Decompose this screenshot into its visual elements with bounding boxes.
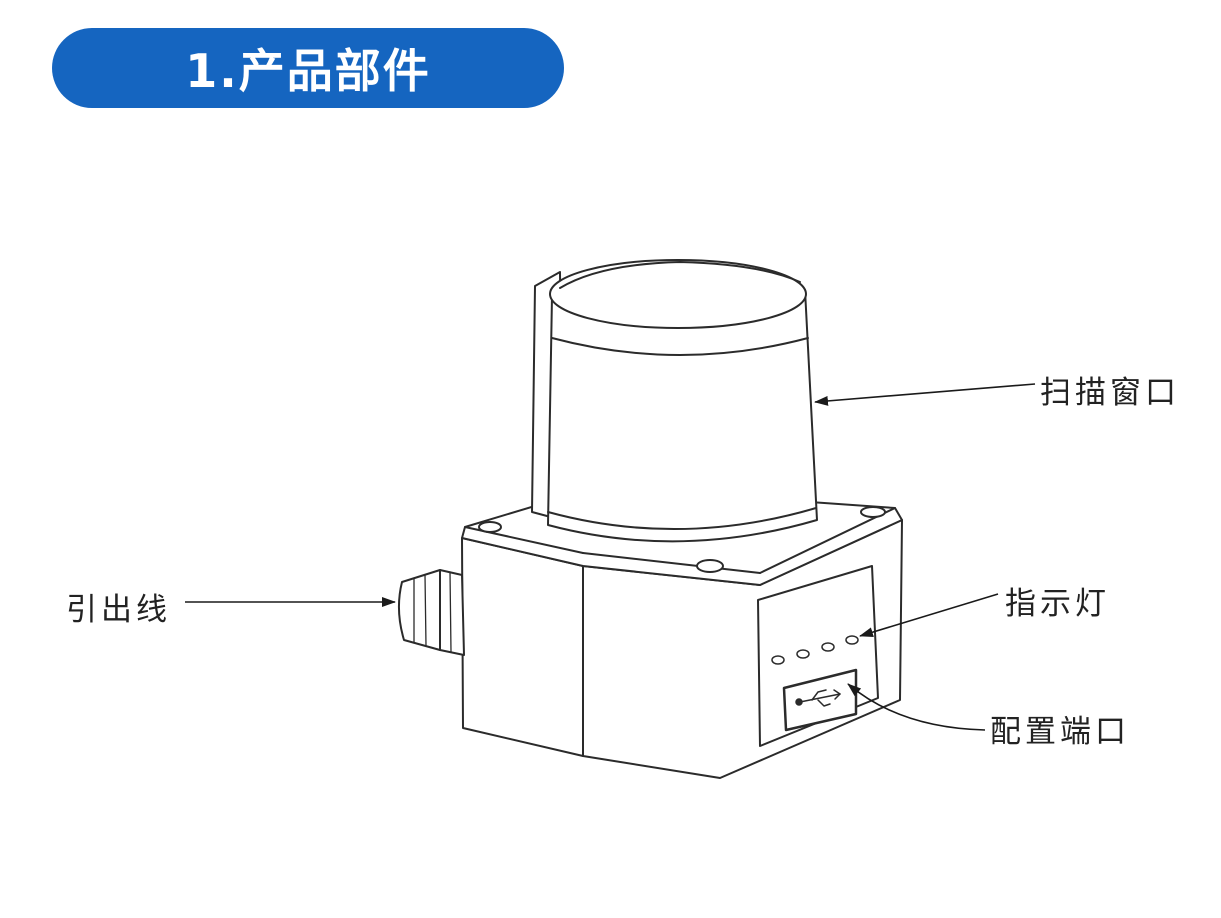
- scanner-top-cap: [549, 259, 807, 329]
- indicator-led: [821, 642, 835, 652]
- callout-lines: [185, 383, 1036, 731]
- usb-icon: [795, 689, 841, 707]
- scan-window-leader: [814, 383, 1036, 406]
- sensor-device: [398, 259, 903, 779]
- indicator-led: [771, 655, 785, 665]
- indicator-led: [796, 649, 810, 659]
- base-top-edge: [759, 507, 896, 574]
- config-port: [782, 668, 858, 732]
- config-port-leader: [847, 683, 986, 731]
- label-scan-window: 扫描窗口: [1040, 375, 1180, 411]
- cable-gland: [398, 569, 465, 656]
- label-indicator: 指示灯: [1005, 586, 1110, 622]
- screw-hole: [478, 521, 502, 533]
- label-config-port: 配置端口: [990, 714, 1130, 750]
- indicator-leader: [859, 593, 999, 637]
- scanner-base-line: [547, 507, 817, 531]
- section-title-pill: 1.产品部件: [52, 28, 564, 108]
- screw-hole: [696, 559, 724, 573]
- base-top-edge: [582, 552, 761, 574]
- indicator-led: [845, 635, 859, 645]
- scanner-top-lip: [559, 261, 801, 289]
- gland-body: [398, 569, 441, 651]
- label-cable: 引出线: [66, 592, 171, 628]
- screw-hole: [860, 506, 886, 518]
- scanner-band-line: [551, 337, 809, 356]
- base-front-face: [461, 537, 584, 757]
- scan-window-cylinder: [547, 289, 818, 543]
- section-title: 1.产品部件: [185, 44, 431, 98]
- gland-nut: [439, 569, 465, 656]
